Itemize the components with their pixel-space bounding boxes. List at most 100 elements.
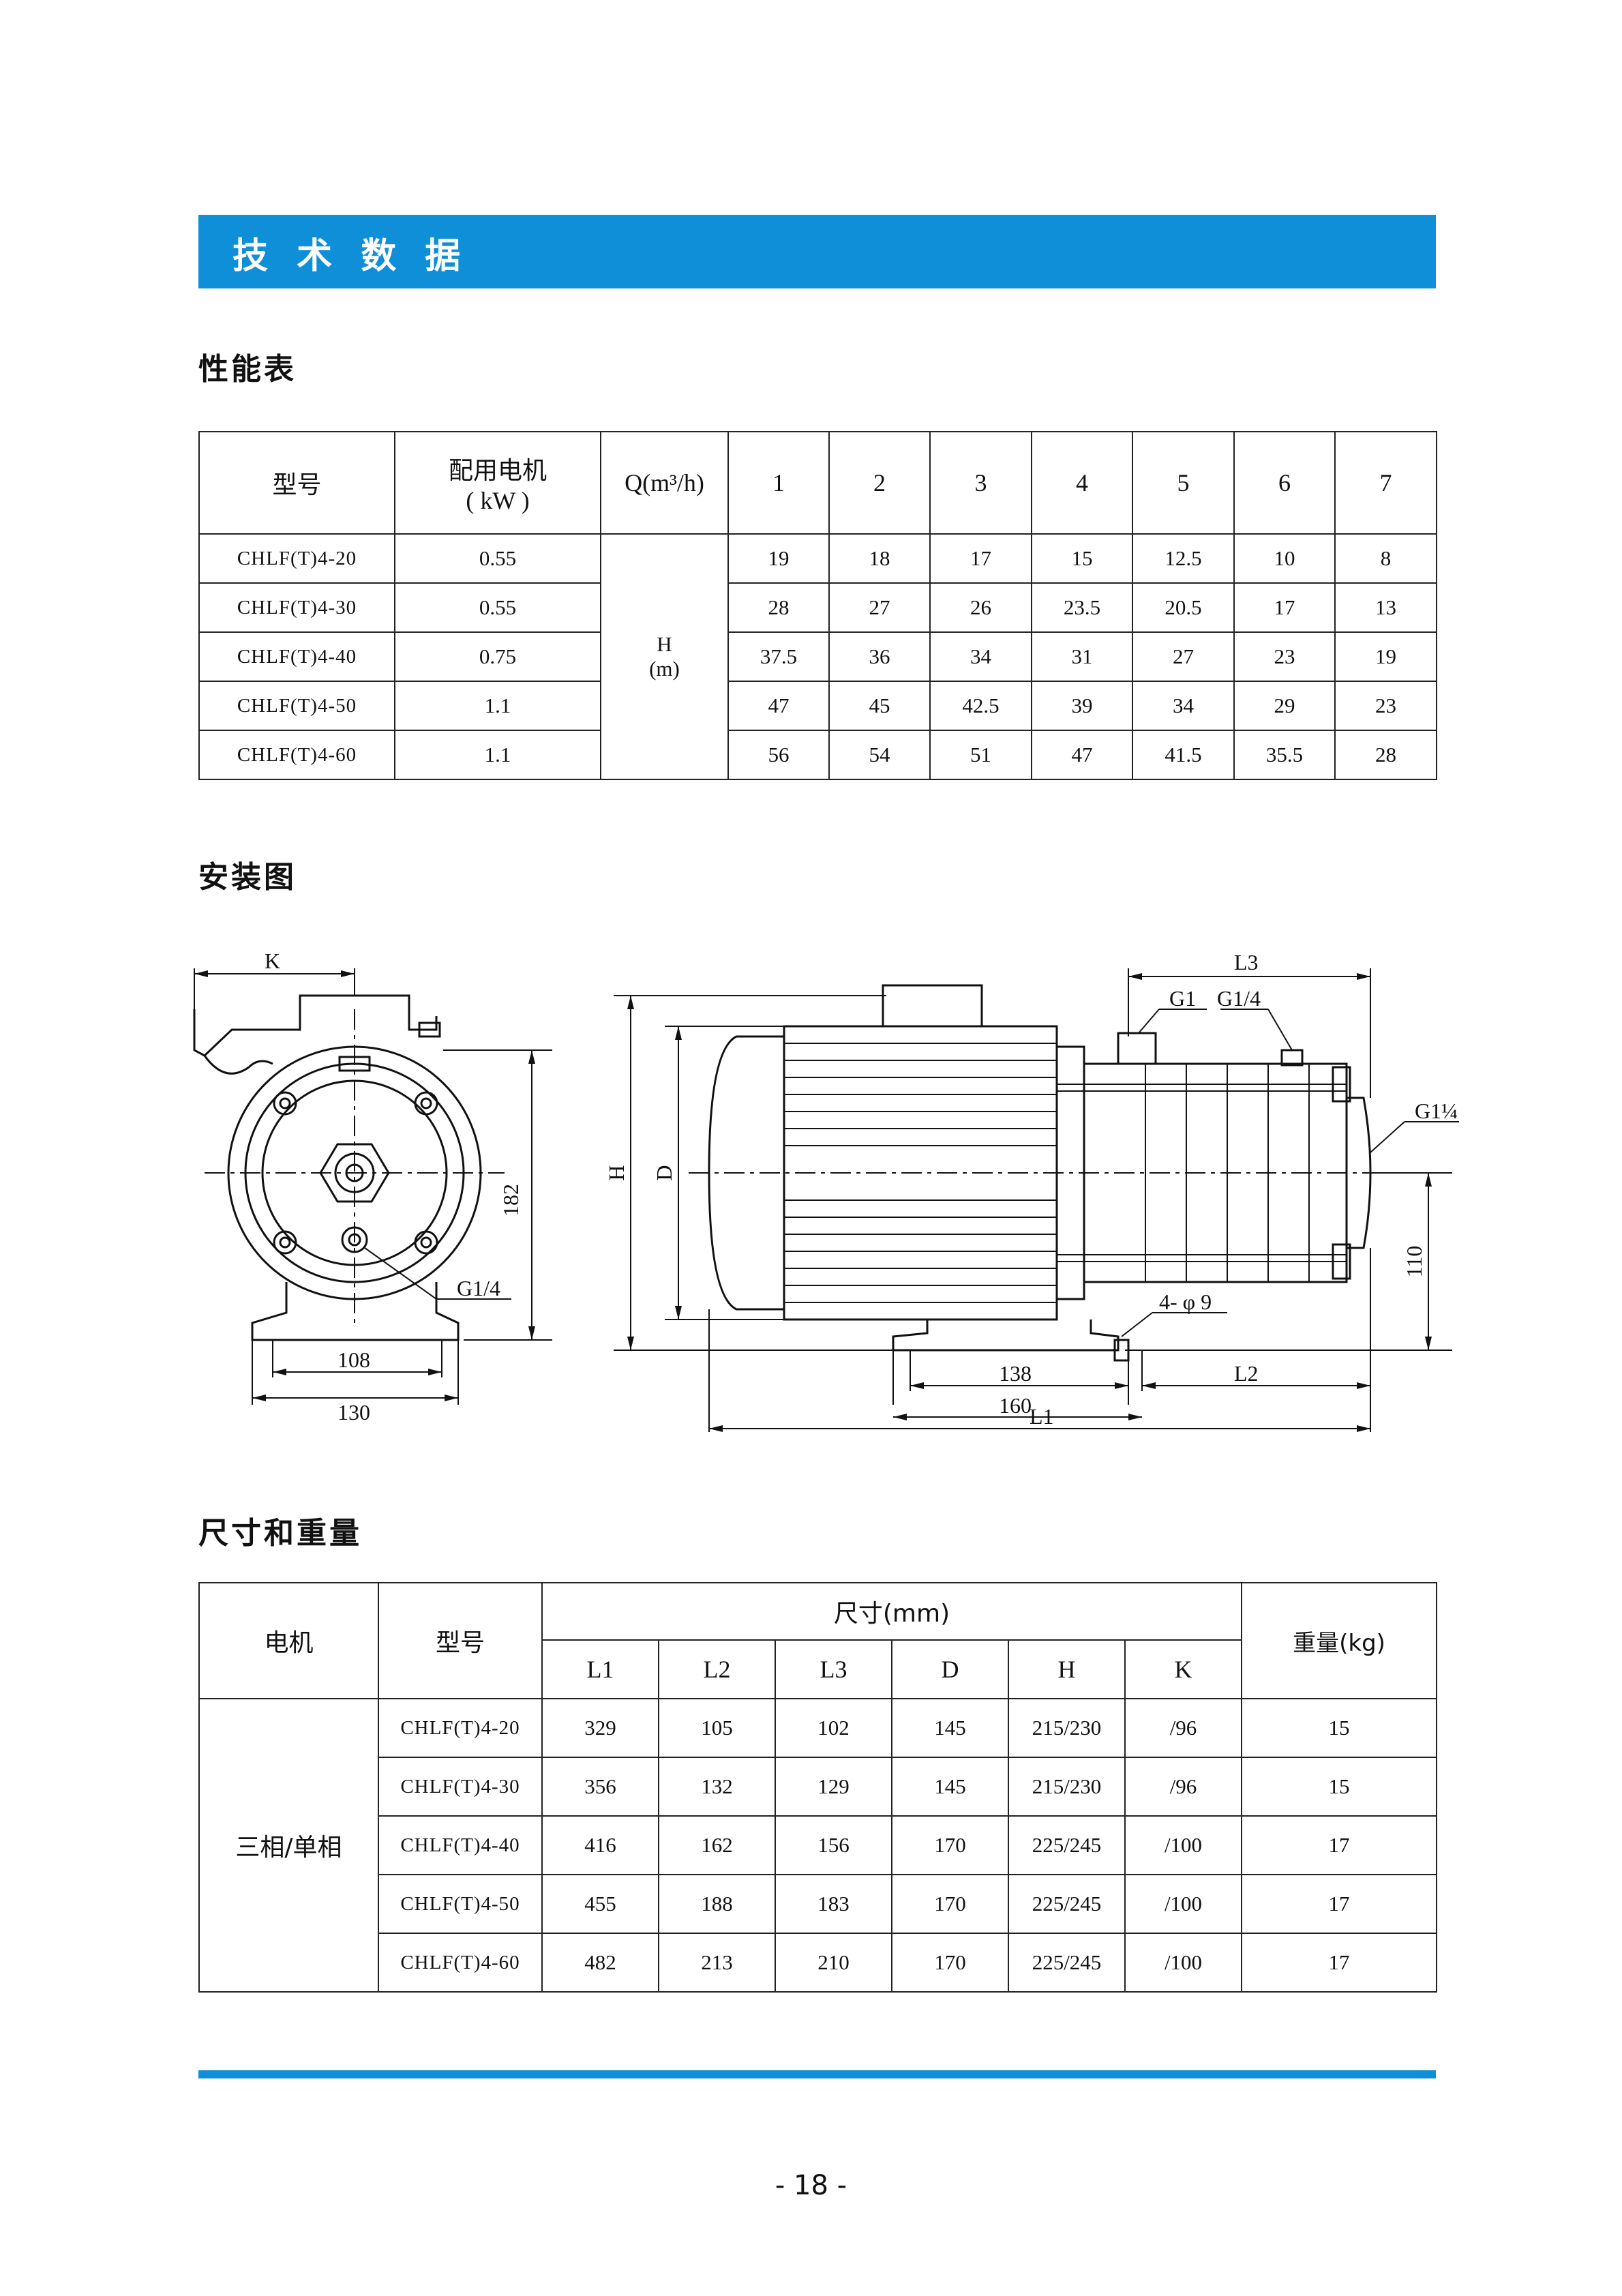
motor-type-cell: 三相/单相 bbox=[198, 1698, 379, 1993]
dim-value: 215/230 bbox=[1008, 1698, 1126, 1758]
head-value: 34 bbox=[1132, 681, 1235, 731]
head-value: 41.5 bbox=[1132, 730, 1235, 780]
head-value: 23 bbox=[1233, 631, 1336, 682]
table-row: 三相/单相 CHLF(T)4-20 329 105 102 145 215/23… bbox=[198, 1698, 1438, 1993]
head-value: 27 bbox=[828, 582, 931, 633]
model-cell: CHLF(T)4-30 bbox=[198, 582, 395, 633]
head-value: 34 bbox=[929, 631, 1032, 682]
header-motor: 配用电机 ( kW ) bbox=[394, 431, 601, 535]
installation-drawing: K 182 G1/4 108 130 L3 G1 G1/4 G1¼ H D 11… bbox=[193, 949, 1459, 1432]
flow-point: 2 bbox=[828, 431, 931, 535]
dim-value: 188 bbox=[658, 1874, 776, 1934]
table-row: CHLF(T)4-20 0.55 H (m) 19 18 17 15 12.5 … bbox=[198, 533, 1437, 780]
flow-point: 1 bbox=[727, 431, 830, 535]
model-cell: CHLF(T)4-40 bbox=[378, 1815, 543, 1875]
head-value: 45 bbox=[828, 681, 931, 731]
dim-value: /100 bbox=[1124, 1815, 1243, 1875]
dim-value: 482 bbox=[541, 1933, 659, 1993]
dim-value: 170 bbox=[891, 1815, 1009, 1875]
dim-value: 225/245 bbox=[1008, 1815, 1126, 1875]
motor-cell: 0.55 bbox=[394, 582, 601, 633]
model-cell: CHLF(T)4-60 bbox=[378, 1933, 543, 1993]
dim-value: 215/230 bbox=[1008, 1757, 1126, 1817]
head-value: 28 bbox=[1334, 730, 1437, 780]
head-value: 17 bbox=[929, 533, 1032, 584]
label-l1: L1 bbox=[1030, 1404, 1054, 1429]
head-value: 19 bbox=[727, 533, 830, 584]
motor-cell: 1.1 bbox=[394, 730, 601, 780]
head-value: 47 bbox=[727, 681, 830, 731]
dim-value: 213 bbox=[658, 1933, 776, 1993]
head-value: 18 bbox=[828, 533, 931, 584]
flow-point: 3 bbox=[929, 431, 1032, 535]
model-cell: CHLF(T)4-60 bbox=[198, 730, 395, 780]
dim-value: 183 bbox=[775, 1874, 892, 1934]
weight-cell: 17 bbox=[1241, 1874, 1438, 1934]
head-value: 36 bbox=[828, 631, 931, 682]
dim-value: 145 bbox=[891, 1757, 1009, 1817]
head-value: 19 bbox=[1334, 631, 1437, 682]
header-motor-line2: ( kW ) bbox=[466, 487, 530, 514]
head-unit-line2: (m) bbox=[649, 657, 680, 681]
model-cell: CHLF(T)4-30 bbox=[378, 1757, 543, 1817]
label-d: D bbox=[652, 1165, 676, 1180]
head-unit-line1: H bbox=[657, 632, 672, 656]
head-value: 8 bbox=[1334, 533, 1437, 584]
head-value: 29 bbox=[1233, 681, 1336, 731]
weight-cell: 17 bbox=[1241, 1933, 1438, 1993]
table-row: CHLF(T)4-30 0.55 28 27 26 23.5 20.5 17 1… bbox=[198, 582, 1437, 633]
label-g14-top: G1/4 bbox=[1217, 986, 1261, 1011]
head-unit-cell: H (m) bbox=[600, 533, 729, 780]
dim-value: 132 bbox=[658, 1757, 776, 1817]
model-cell: CHLF(T)4-20 bbox=[198, 533, 395, 584]
label-110: 110 bbox=[1402, 1246, 1426, 1278]
head-value: 54 bbox=[828, 730, 931, 780]
head-value: 23 bbox=[1334, 681, 1437, 731]
dim-value: 105 bbox=[658, 1698, 776, 1758]
header-col: L2 bbox=[658, 1639, 776, 1699]
label-g14-left: G1/4 bbox=[457, 1276, 500, 1300]
head-value: 47 bbox=[1031, 730, 1133, 780]
side-view bbox=[614, 968, 1459, 1432]
dim-value: 416 bbox=[541, 1815, 659, 1875]
weight-cell: 15 bbox=[1241, 1698, 1438, 1758]
dim-value: 329 bbox=[541, 1698, 659, 1758]
head-value: 51 bbox=[929, 730, 1032, 780]
table-row: CHLF(T)4-40 0.75 37.5 36 34 31 27 23 19 bbox=[198, 631, 1437, 682]
header-model: 型号 bbox=[378, 1582, 543, 1699]
head-value: 13 bbox=[1334, 582, 1437, 633]
dim-value: 225/245 bbox=[1008, 1933, 1126, 1993]
head-value: 15 bbox=[1031, 533, 1133, 584]
dim-value: 210 bbox=[775, 1933, 892, 1993]
header-motor: 电机 bbox=[198, 1582, 379, 1699]
flow-point: 6 bbox=[1233, 431, 1336, 535]
head-value: 37.5 bbox=[727, 631, 830, 682]
footer-rule bbox=[198, 2070, 1436, 2078]
performance-table: 型号 配用电机 ( kW ) Q(m³/h) 1 2 3 4 5 6 7 CHL… bbox=[198, 431, 1437, 780]
installation-heading: 安装图 bbox=[198, 860, 297, 895]
flow-point: 4 bbox=[1031, 431, 1133, 535]
head-value: 56 bbox=[727, 730, 830, 780]
header-col: L3 bbox=[775, 1639, 892, 1699]
label-holes: 4- φ 9 bbox=[1159, 1289, 1212, 1314]
flow-point: 5 bbox=[1132, 431, 1235, 535]
head-value: 35.5 bbox=[1233, 730, 1336, 780]
dim-value: 156 bbox=[775, 1815, 892, 1875]
head-value: 17 bbox=[1233, 582, 1336, 633]
table-row: CHLF(T)4-60 1.1 56 54 51 47 41.5 35.5 28 bbox=[198, 730, 1437, 780]
head-value: 31 bbox=[1031, 631, 1133, 682]
header-col: K bbox=[1124, 1639, 1243, 1699]
motor-cell: 1.1 bbox=[394, 681, 601, 731]
dim-value: /96 bbox=[1124, 1757, 1243, 1817]
dimensions-heading: 尺寸和重量 bbox=[198, 1516, 362, 1551]
head-value: 42.5 bbox=[929, 681, 1032, 731]
header-flow: Q(m³/h) bbox=[600, 431, 729, 535]
label-138: 138 bbox=[999, 1361, 1032, 1386]
performance-heading: 性能表 bbox=[198, 352, 297, 387]
end-view bbox=[193, 968, 552, 1405]
dim-value: 170 bbox=[891, 1933, 1009, 1993]
header-col: L1 bbox=[541, 1639, 659, 1699]
label-l2: L2 bbox=[1234, 1361, 1259, 1386]
table-row: CHLF(T)4-40 416 162 156 170 225/245 /100… bbox=[199, 1815, 1438, 1875]
head-value: 27 bbox=[1132, 631, 1235, 682]
